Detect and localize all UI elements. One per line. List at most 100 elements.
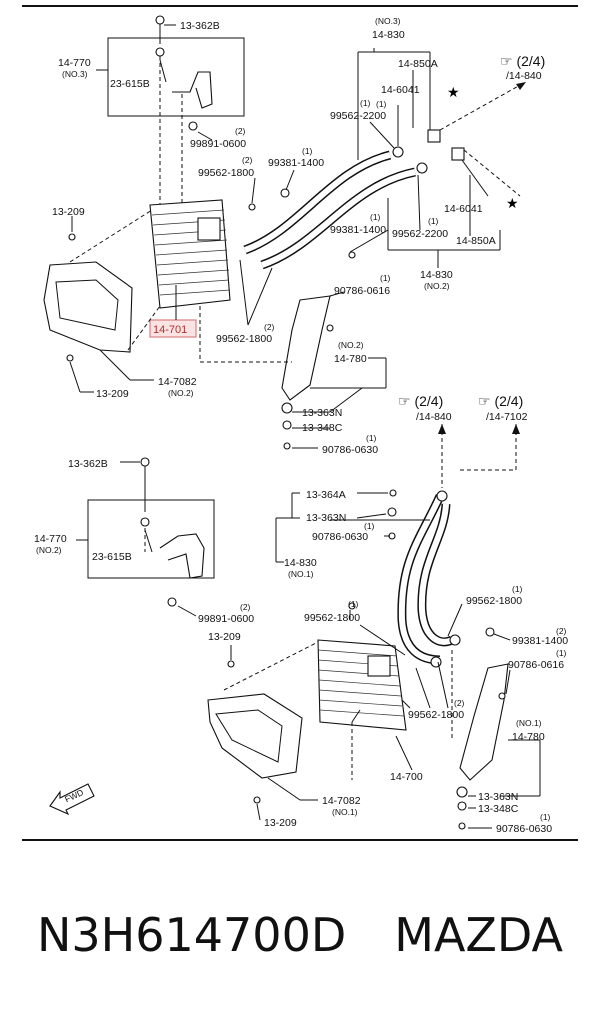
label-qty-1j: (1) [512,584,523,594]
part-caption: N3H614700D MAZDA [0,895,600,975]
ref-page-mid2-value: (2/4) [494,393,523,409]
label-13209-b: 13-209 [96,388,129,400]
label-qty-2a: (2) [235,126,246,136]
ref-part-mid2[interactable]: /14-7102 [486,411,528,423]
label-14770-b: 14-770 [34,533,67,545]
label-99891-top: 99891-0600 [190,138,246,150]
label-qty-2b: (2) [242,155,253,165]
label-146041-b: 14-6041 [444,203,483,215]
label-99562-1800-a: 99562-1800 [198,167,254,179]
bracket-inset-no3 [107,37,245,117]
label-qty-1c: (1) [360,98,371,108]
bracket-no3 [172,71,213,109]
highlight-14701 [149,319,197,338]
label-99562-1800-b: 99562-1800 [216,333,272,345]
ref-part-top[interactable]: /14-840 [506,70,542,82]
pipe-assembly-14830-no1 [397,490,461,668]
label-no1-b: (NO.1) [516,718,542,728]
label-99562-2200-b: 99562-2200 [392,228,448,240]
label-qty-1l: (1) [540,812,551,822]
bracket-14780-no2 [281,295,331,401]
label-99891-b: 99891-0600 [198,613,254,625]
bracket-inset-no2 [87,499,215,579]
label-qty-1h: (1) [364,521,375,531]
label-14780-a: 14-780 [334,353,367,365]
label-no3-a: (NO.3) [62,69,88,79]
label-147082-b: 14-7082 [322,795,361,807]
label-99381-c: 99381-1400 [512,635,568,647]
label-14700: 14-700 [390,771,423,783]
label-99562-1800-c: 99562-1800 [304,612,360,624]
bracket-no2 [159,533,205,579]
label-90786-e: 90786-0630 [496,823,552,835]
label-13364a: 13-364A [306,489,346,501]
label-qty-1g: (1) [366,433,377,443]
label-90786-b: 90786-0630 [322,444,378,456]
label-qty-1d: (1) [428,216,439,226]
brand-name: MAZDA [394,908,564,962]
label-147082-a: 14-7082 [158,376,197,388]
svg-text:★: ★ [506,196,519,212]
label-13363n-b: 13-363N [306,512,346,524]
svg-text:★: ★ [447,85,460,101]
label-146041-a: 14-6041 [381,84,420,96]
label-qty-1f: (1) [380,273,391,283]
label-qty-2d: (2) [240,602,251,612]
leaders-upper [69,24,501,449]
label-no2-d: (NO.2) [36,545,62,555]
label-no1-c: (NO.1) [332,807,358,817]
pipe-assembly-14830-no2 [243,129,465,270]
label-99381-b: 99381-1400 [330,224,386,236]
air-duct-no2 [43,261,133,353]
label-14701: 14-701 [153,324,187,336]
part-number: N3H614700D [36,908,347,962]
label-14770-top: 14-770 [58,57,91,69]
label-14780-b: 14-780 [512,731,545,743]
ref-page-mid1-value: (2/4) [414,393,443,409]
ref-page-top-value: (2/4) [516,53,545,69]
label-13209-top: 13-209 [52,206,85,218]
label-99562-1800-e: 99562-1800 [408,709,464,721]
label-no2-b: (NO.2) [338,340,364,350]
label-qty-1i: (1) [348,599,359,609]
label-13348c-a: 13-348C [302,422,343,434]
label-13209-c: 13-209 [208,631,241,643]
leaders-lower [76,461,541,829]
ref-page-mid2: ☞ (2/4) [478,393,523,410]
label-no3-b: (NO.3) [375,16,401,26]
label-13362b-b: 13-362B [68,458,108,470]
label-90786-a: 90786-0616 [334,285,390,297]
oil-cooler-no2 [149,199,231,309]
ref-page-top: ☞ (2/4) [500,53,545,70]
oil-cooler-no1 [317,639,407,731]
label-14830-c: 14-830 [284,557,317,569]
label-qty-2f: (2) [454,698,465,708]
label-23615b-top: 23-615B [110,78,150,90]
label-no1-a: (NO.1) [288,569,314,579]
label-99381-a: 99381-1400 [268,157,324,169]
label-14830-top: 14-830 [372,29,405,41]
label-13362b-top: 13-362B [180,20,220,32]
fwd-arrow-icon: FWD [49,783,95,816]
label-no2-a: (NO.2) [424,281,450,291]
label-qty-1e: (1) [370,212,381,222]
air-duct-no1 [207,693,303,779]
label-13363n-c: 13-363N [478,791,518,803]
ref-part-mid1[interactable]: /14-840 [416,411,452,423]
label-qty-1k: (1) [556,648,567,658]
ref-page-mid1: ☞ (2/4) [398,393,443,410]
label-13363n-a: 13-363N [302,407,342,419]
label-13348c-b: 13-348C [478,803,519,815]
bolt-13362b-top [155,15,165,25]
label-no2-c: (NO.2) [168,388,194,398]
label-23615b-b: 23-615B [92,551,132,563]
label-13209-d: 13-209 [264,817,297,829]
label-qty-2e: (2) [556,626,567,636]
bracket-14780-no1 [459,663,509,781]
label-14850a-b: 14-850A [456,235,496,247]
label-99562-2200-a: 99562-2200 [330,110,386,122]
label-14830-b: 14-830 [420,269,453,281]
label-99562-1800-d: 99562-1800 [466,595,522,607]
label-90786-c: 90786-0630 [312,531,368,543]
